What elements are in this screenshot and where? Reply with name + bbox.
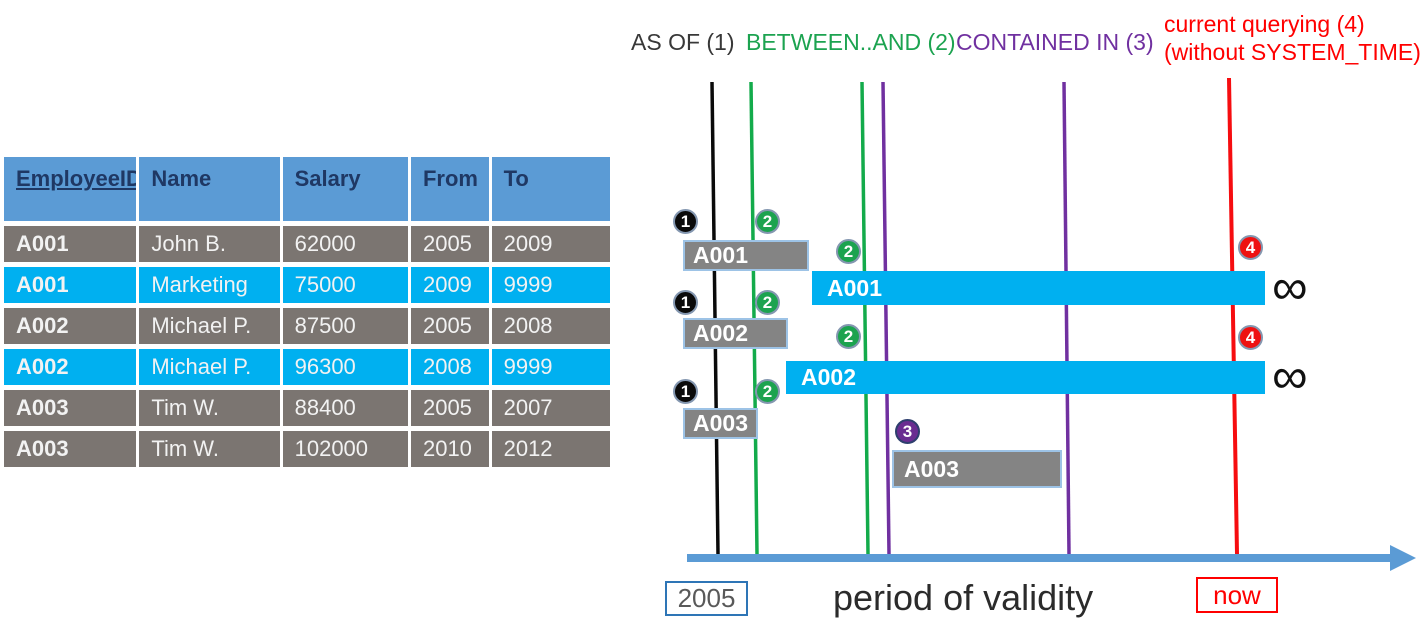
axis-title: period of validity	[833, 577, 1094, 618]
between-end-line	[860, 81, 870, 555]
cell-employeeid: A003	[4, 390, 137, 426]
table-row-current: A001 Marketing 75000 2009 9999	[4, 267, 610, 303]
cell-name: John B.	[139, 226, 280, 262]
now-line	[1227, 77, 1239, 555]
table-header-row: EmployeeID Name Salary From To	[4, 157, 610, 221]
marker-2-between: 2	[836, 324, 861, 349]
header-salary: Salary	[282, 157, 408, 221]
table-row: A002 Michael P. 87500 2005 2008	[4, 308, 610, 344]
marker-2-between: 2	[755, 209, 780, 234]
validity-bar-a002-history: A002	[683, 318, 788, 349]
legend-current-line1: current querying (4)	[1164, 11, 1365, 37]
bar-label: A001	[693, 242, 748, 268]
cell-to: 9999	[491, 267, 610, 303]
contained-start-line	[881, 81, 891, 555]
bar-label: A003	[693, 410, 748, 436]
cell-to: 9999	[491, 349, 610, 385]
marker-2-between: 2	[755, 290, 780, 315]
cell-to: 2008	[491, 308, 610, 344]
table-row: A003 Tim W. 88400 2005 2007	[4, 390, 610, 426]
contained-end-line	[1062, 81, 1071, 555]
axis-now-box: now	[1196, 577, 1278, 613]
axis-start-box: 2005	[665, 581, 748, 616]
cell-name: Michael P.	[139, 349, 280, 385]
header-from: From	[410, 157, 489, 221]
cell-salary: 102000	[282, 431, 408, 467]
cell-employeeid: A002	[4, 308, 137, 344]
cell-salary: 75000	[282, 267, 408, 303]
cell-salary: 88400	[282, 390, 408, 426]
marker-2-between: 2	[755, 379, 780, 404]
legend-as-of: AS OF (1)	[631, 29, 735, 55]
cell-to: 2007	[491, 390, 610, 426]
header-name: Name	[139, 157, 280, 221]
cell-to: 2009	[491, 226, 610, 262]
table-row: A001 John B. 62000 2005 2009	[4, 226, 610, 262]
marker-4-current: 4	[1238, 235, 1263, 260]
marker-3-contained: 3	[895, 419, 920, 444]
legend-current-querying: current querying (4) (without SYSTEM_TIM…	[1164, 10, 1421, 66]
marker-2-between: 2	[836, 239, 861, 264]
validity-bar-a001-history: A001	[683, 240, 809, 271]
cell-salary: 62000	[282, 226, 408, 262]
bar-label: A003	[904, 456, 959, 482]
cell-name: Marketing	[139, 267, 280, 303]
header-employeeid: EmployeeID	[4, 157, 137, 221]
cell-from: 2010	[410, 431, 489, 467]
cell-salary: 87500	[282, 308, 408, 344]
table-row: A003 Tim W. 102000 2010 2012	[4, 431, 610, 467]
legend-between-and: BETWEEN..AND (2)	[746, 29, 956, 55]
bar-label: A001	[827, 275, 882, 301]
bar-label: A002	[693, 320, 748, 346]
marker-1-as-of: 1	[673, 290, 698, 315]
cell-name: Tim W.	[139, 431, 280, 467]
bar-label: A002	[801, 364, 856, 390]
marker-1-as-of: 1	[673, 379, 698, 404]
cell-from: 2005	[410, 308, 489, 344]
cell-name: Tim W.	[139, 390, 280, 426]
validity-bar-a003-history2: A003	[892, 450, 1062, 488]
cell-salary: 96300	[282, 349, 408, 385]
validity-bar-a002-current: A002	[786, 361, 1265, 394]
cell-from: 2008	[410, 349, 489, 385]
cell-from: 2005	[410, 390, 489, 426]
employee-table: EmployeeID Name Salary From To A001 John…	[4, 157, 610, 472]
infinity-icon: ∞	[1272, 259, 1308, 315]
marker-4-current: 4	[1238, 325, 1263, 350]
time-axis-arrowhead	[1390, 545, 1416, 571]
marker-1-as-of: 1	[673, 209, 698, 234]
validity-bar-a001-current: A001	[812, 271, 1265, 305]
cell-to: 2012	[491, 431, 610, 467]
infinity-icon: ∞	[1272, 348, 1308, 404]
cell-name: Michael P.	[139, 308, 280, 344]
cell-employeeid: A001	[4, 267, 137, 303]
cell-employeeid: A002	[4, 349, 137, 385]
cell-employeeid: A003	[4, 431, 137, 467]
validity-bar-a003-history1: A003	[683, 408, 758, 439]
header-to: To	[491, 157, 610, 221]
cell-from: 2005	[410, 226, 489, 262]
legend-contained-in: CONTAINED IN (3)	[956, 29, 1154, 55]
table-row-current: A002 Michael P. 96300 2008 9999	[4, 349, 610, 385]
cell-employeeid: A001	[4, 226, 137, 262]
cell-from: 2009	[410, 267, 489, 303]
legend-current-line2: (without SYSTEM_TIME)	[1164, 39, 1421, 65]
